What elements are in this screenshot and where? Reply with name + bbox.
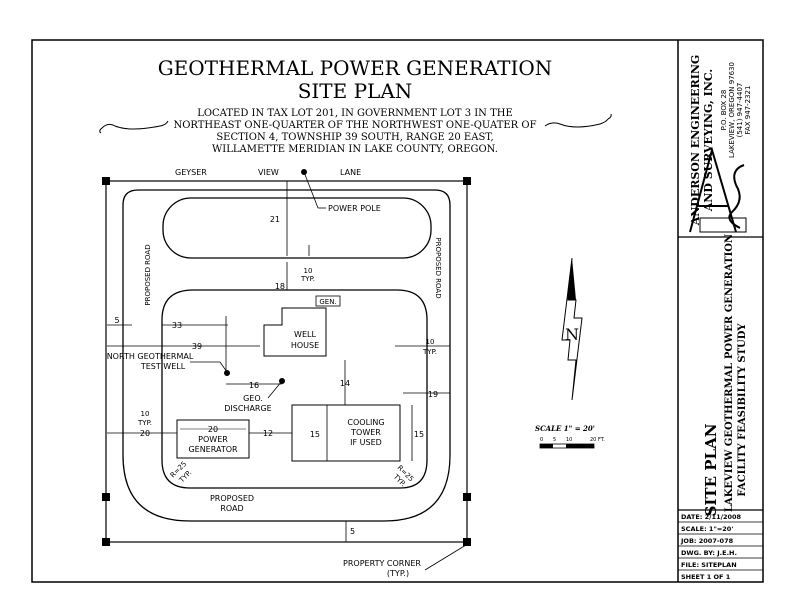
dim-15-left: 15 [310, 430, 320, 439]
cooling-tower-label-1: COOLING [347, 418, 384, 427]
cooling-tower-label-3: IF USED [350, 438, 382, 447]
company-name-1: ANDERSON ENGINEERING [689, 55, 702, 227]
title-line-1: GEOTHERMAL POWER GENERATION [158, 56, 553, 80]
property-corner-label-1: PROPERTY CORNER [343, 559, 421, 568]
dim-10-typ-left: 10 [141, 410, 150, 418]
dim-10-typ-right: 10 [426, 338, 435, 346]
dim-15-right: 15 [414, 430, 424, 439]
dim-16: 16 [249, 381, 259, 390]
power-generator [176, 419, 250, 459]
company-logo [689, 146, 747, 233]
company-name-2: AND SURVEYING, INC. [702, 69, 715, 212]
cooling-tower-label-2: TOWER [350, 428, 381, 437]
gen-label: GEN. [319, 298, 336, 306]
property-boundary [105, 180, 468, 543]
road-island-top [162, 197, 432, 259]
property-corner-sw [102, 538, 110, 546]
scale-tick-5: 5 [553, 437, 556, 443]
well-house [263, 307, 327, 357]
dim-5-left: 5 [114, 316, 119, 325]
dim-21: 21 [270, 215, 280, 224]
proposed-road-bottom-label-1: PROPOSED [210, 494, 254, 503]
scale-tick-20: 20 FT. [590, 437, 605, 443]
project-line-2: FACILITY FEASIBILITY STUDY [737, 323, 748, 497]
property-corner-se [463, 538, 471, 546]
dim-10-typ-right-label: TYP. [422, 348, 437, 356]
street-view: VIEW [258, 168, 279, 177]
proposed-road-bottom-label-2: ROAD [220, 504, 243, 513]
dim-33: 33 [172, 321, 182, 330]
property-corner-mid-e [463, 493, 471, 501]
property-corner-nw [102, 177, 110, 185]
road-island-bottom [161, 289, 428, 489]
info-dwg-by: DWG. BY: J.E.H. [681, 549, 737, 557]
company-fax: FAX 947-2321 [744, 86, 752, 135]
company-address-2: LAKEVIEW, OREGON 97630 [728, 62, 736, 158]
title-line-2: SITE PLAN [298, 79, 413, 103]
road-outer-edge [122, 189, 451, 522]
location-line-3: SECTION 4, TOWNSHIP 39 SOUTH, RANGE 20 E… [216, 132, 493, 143]
dim-18: 18 [275, 282, 285, 291]
dim-5-bottom: 5 [350, 527, 355, 536]
cooling-tower [291, 404, 401, 462]
well-house-label-1: WELL [294, 330, 316, 339]
dim-10-typ-top: 10 [304, 267, 313, 275]
company-address-1: P.O. BOX 28 [720, 90, 728, 131]
info-file: FILE: SITEPLAN [681, 561, 737, 569]
generator-box [315, 295, 341, 307]
north-well-marker [224, 370, 230, 376]
dim-12: 12 [263, 429, 273, 438]
north-well-label-1: NORTH GEOTHERMAL [107, 352, 194, 361]
company-phone: (541) 947-4407 [736, 83, 744, 138]
scale-tick-10: 10 [566, 437, 572, 443]
property-corner-label-2: (TYP.) [387, 569, 409, 578]
geo-discharge-label-1: GEO. [243, 394, 263, 403]
info-scale: SCALE: 1"=20' [681, 525, 733, 533]
dim-19: 19 [428, 390, 438, 399]
location-line-4: WILLAMETTE MERIDIAN IN LAKE COUNTY, OREG… [212, 144, 498, 155]
info-job: JOB: 2007-078 [680, 537, 734, 545]
info-sheet: SHEET 1 OF 1 [681, 573, 731, 581]
dim-14: 14 [340, 379, 350, 388]
info-date: DATE: 2/11/2008 [681, 513, 742, 521]
right-scroll-ornament [544, 113, 612, 128]
location-line-2: NORTHEAST ONE-QUARTER OF THE NORTHWEST O… [173, 120, 536, 131]
north-letter: N [565, 325, 579, 344]
geo-discharge-label-2: DISCHARGE [224, 404, 271, 413]
dim-10-typ-left-label: TYP. [137, 419, 152, 427]
power-pole-label: POWER POLE [328, 204, 381, 213]
well-house-label-2: HOUSE [291, 341, 319, 350]
location-line-1: LOCATED IN TAX LOT 201, IN GOVERNMENT LO… [197, 108, 513, 119]
proposed-road-right-label: PROPOSED ROAD [434, 237, 442, 298]
scale-label: SCALE 1" = 20' [535, 424, 595, 433]
dim-39: 39 [192, 342, 202, 351]
power-generator-label-2: GENERATOR [188, 445, 238, 454]
property-corner-ne [463, 177, 471, 185]
dim-10-typ-top-label: TYP. [300, 275, 315, 283]
property-corner-mid-w [102, 493, 110, 501]
dim-20-left: 20 [140, 429, 150, 438]
sheet-border [31, 39, 764, 583]
power-pole-leader [303, 171, 319, 209]
proposed-road-left-label: PROPOSED ROAD [144, 244, 152, 305]
project-line-1: LAKEVIEW GEOTHERMAL POWER GENERATION [724, 234, 735, 512]
north-well-label-2: TEST WELL [140, 362, 186, 371]
left-scroll-ornament [99, 120, 169, 134]
power-generator-label-1: POWER [198, 435, 228, 444]
street-geyser: GEYSER [175, 168, 207, 177]
project-title: SITE PLAN [702, 423, 720, 516]
dim-20-gen: 20 [208, 425, 218, 434]
scale-tick-0: 0 [540, 437, 543, 443]
street-lane: LANE [340, 168, 361, 177]
